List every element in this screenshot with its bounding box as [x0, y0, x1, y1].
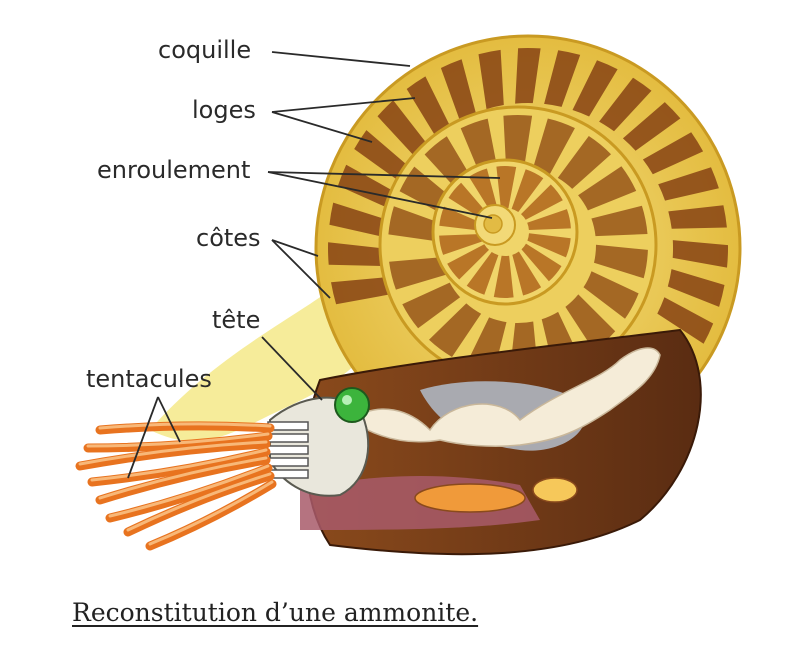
- label-tentacules: tentacules: [86, 365, 212, 393]
- label-tete: tête: [212, 306, 261, 334]
- chamber: [657, 297, 714, 344]
- tentacle-highlight: [86, 432, 270, 448]
- chamber: [388, 206, 443, 242]
- leader-tete: [261, 336, 323, 401]
- label-cotes: côtes: [196, 224, 261, 252]
- chamber: [377, 100, 428, 157]
- chamber: [511, 169, 544, 212]
- tentacle-highlight: [148, 480, 274, 546]
- tentacle-highlight: [98, 422, 272, 430]
- chamber: [658, 167, 719, 201]
- tentacle: [95, 455, 271, 505]
- chamber: [439, 234, 483, 255]
- tentacle: [83, 431, 273, 453]
- chamber: [496, 166, 517, 209]
- leader-lines: [127, 51, 501, 479]
- soft-body-halo: [150, 290, 360, 441]
- chamber: [515, 47, 541, 104]
- chamber: [578, 166, 637, 211]
- label-coquille: coquille: [158, 36, 252, 64]
- chamber: [667, 269, 725, 307]
- inner-whorl-chambers: [439, 166, 571, 298]
- tentacle-highlight: [78, 440, 268, 466]
- chamber: [447, 244, 489, 280]
- leader-enroulement-2: [267, 171, 493, 219]
- chamber: [622, 102, 681, 151]
- tentacle: [95, 421, 275, 435]
- label-loges: loges: [192, 96, 256, 124]
- chamber: [512, 251, 542, 296]
- digestive-tube: [348, 347, 661, 447]
- tentacle: [75, 439, 271, 471]
- chamber: [468, 168, 498, 213]
- leader-cotes-1: [271, 239, 319, 257]
- chamber: [527, 209, 571, 230]
- eye: [334, 387, 370, 423]
- tentacle-highlight: [90, 448, 268, 482]
- chamber: [521, 243, 562, 282]
- chamber: [503, 115, 533, 168]
- leader-loges-1: [271, 97, 416, 113]
- label-enroulement: enroulement: [97, 156, 251, 184]
- chamber: [329, 202, 386, 237]
- orange-organ: [414, 483, 526, 513]
- tentacle: [123, 471, 275, 537]
- leader-loges-2: [271, 111, 373, 143]
- chamber: [642, 132, 704, 175]
- chamber: [439, 206, 483, 231]
- chamber: [583, 271, 639, 319]
- chamber: [572, 60, 618, 117]
- chamber: [429, 303, 482, 357]
- chamber: [521, 184, 563, 220]
- leader-cotes-2: [271, 239, 331, 299]
- chamber: [668, 205, 727, 229]
- outer-whorl-chambers: [328, 47, 729, 344]
- leader-tentacules-1: [157, 396, 181, 443]
- chamber: [557, 136, 611, 189]
- tentacle-highlight: [126, 472, 272, 532]
- chamber: [402, 282, 461, 329]
- chamber: [599, 77, 652, 132]
- chamber: [565, 294, 616, 351]
- chamber: [466, 252, 499, 295]
- tentacle-highlight: [98, 456, 268, 500]
- figure-caption: Reconstitution d’une ammonite.: [72, 598, 479, 627]
- tentacles: [75, 421, 277, 551]
- chamber: [672, 240, 729, 268]
- chamber: [544, 50, 581, 107]
- chamber: [448, 182, 489, 221]
- tentacle: [87, 447, 271, 487]
- chamber: [389, 257, 446, 290]
- chamber: [338, 164, 395, 209]
- chamber: [328, 242, 385, 266]
- animal-body: [300, 328, 702, 556]
- chamber: [440, 59, 476, 121]
- leader-coquille: [271, 51, 411, 67]
- chamber: [493, 255, 514, 298]
- tentacle-highlight: [108, 464, 270, 518]
- tentacle: [105, 463, 273, 523]
- chamber: [406, 76, 450, 137]
- chamber: [527, 233, 571, 258]
- chamber: [331, 277, 391, 305]
- leader-tentacules-2: [127, 396, 159, 479]
- chamber: [532, 118, 575, 174]
- leader-enroulement-1: [267, 171, 501, 179]
- chamber: [594, 244, 648, 279]
- tentacle: [145, 479, 277, 551]
- chamber: [354, 130, 409, 182]
- head: [265, 387, 370, 497]
- chamber: [591, 205, 648, 237]
- chamber: [478, 49, 504, 110]
